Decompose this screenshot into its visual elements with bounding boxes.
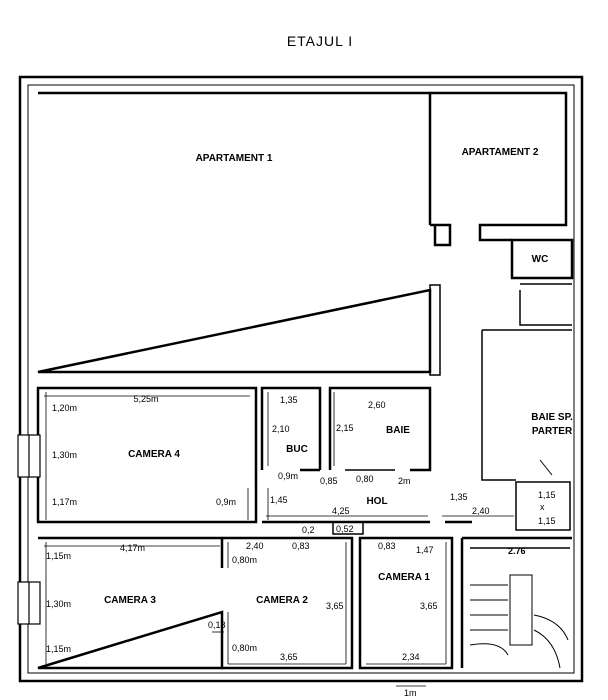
dim-02: 0,2 bbox=[302, 525, 315, 535]
dim-1m: 1m bbox=[404, 688, 417, 698]
camera1-walls bbox=[358, 536, 454, 670]
room-wc: WC bbox=[532, 254, 549, 265]
dimension-labels: 5,25m 1,20m 1,30m 1,17m 0,9m 1,35 2,10 2… bbox=[46, 394, 556, 698]
stair-steps bbox=[469, 584, 569, 669]
dim-hol-425: 4,25 bbox=[332, 506, 350, 516]
dim-baie-sp-x: x bbox=[540, 502, 545, 512]
partition-pillar bbox=[429, 284, 441, 376]
dim-c2-240: 2,40 bbox=[246, 541, 264, 551]
dim-baie-h: 2,15 bbox=[336, 423, 354, 433]
wc-walls bbox=[510, 238, 574, 280]
room-baie-sp-line2: PARTER bbox=[532, 426, 573, 437]
room-baie-sp-line1: BAIE SP. bbox=[531, 412, 573, 423]
room-camera4: CAMERA 4 bbox=[128, 449, 180, 460]
outer-wall bbox=[18, 75, 584, 683]
dim-door-085: 0,85 bbox=[320, 476, 338, 486]
dim-baie-w: 2,60 bbox=[368, 400, 386, 410]
dim-083b: 0,83 bbox=[378, 541, 396, 551]
stair-core bbox=[509, 574, 533, 646]
stair-walls bbox=[460, 536, 572, 668]
baie-sp-arrow bbox=[539, 459, 553, 476]
room-apartament1: APARTAMENT 1 bbox=[196, 153, 273, 164]
dim-c4-h1: 1,20m bbox=[52, 403, 77, 413]
dim-c1-234: 2,34 bbox=[402, 652, 420, 662]
dim-c2-365h: 3,65 bbox=[326, 601, 344, 611]
dim-c4-width: 5,25m bbox=[133, 394, 158, 404]
dim-c3-width: 4,17m bbox=[120, 543, 145, 553]
stairs bbox=[469, 459, 569, 669]
dim-c3-h3: 1,15m bbox=[46, 644, 71, 654]
dim-hol-240: 2,40 bbox=[472, 506, 490, 516]
walls bbox=[18, 75, 584, 683]
dim-hol-2m: 2m bbox=[398, 476, 411, 486]
dim-baie-sp-115a: 1,15 bbox=[538, 490, 556, 500]
room-camera2: CAMERA 2 bbox=[256, 595, 308, 606]
dim-c1-365: 3,65 bbox=[420, 601, 438, 611]
dim-hol-135: 1,35 bbox=[450, 492, 468, 502]
wc-lower-walls bbox=[519, 283, 572, 326]
baie-sp-walls bbox=[515, 481, 571, 531]
room-hol: HOL bbox=[366, 496, 387, 507]
dim-c2-018: 0,18 bbox=[208, 620, 226, 630]
dim-052: 0,52 bbox=[336, 524, 354, 534]
outer-wall-inner bbox=[27, 84, 575, 674]
dim-hol-145: 1,45 bbox=[270, 495, 288, 505]
dim-c4-h3: 1,17m bbox=[52, 497, 77, 507]
dim-c2-080a: 0,80m bbox=[232, 555, 257, 565]
room-labels: APARTAMENT 1 APARTAMENT 2 WC CAMERA 4 BU… bbox=[104, 147, 573, 606]
dim-c4-h2: 1,30m bbox=[52, 450, 77, 460]
dim-buc-door: 0,9m bbox=[278, 471, 298, 481]
dim-c4-door: 0,9m bbox=[216, 497, 236, 507]
dim-147: 1,47 bbox=[416, 545, 434, 555]
room-camera3: CAMERA 3 bbox=[104, 595, 156, 606]
dimension-lines bbox=[44, 392, 570, 687]
baie-walls bbox=[328, 386, 432, 472]
dim-buc-h: 2,10 bbox=[272, 424, 290, 434]
dim-buc-w: 1,35 bbox=[280, 395, 298, 405]
camera2-walls bbox=[222, 536, 354, 670]
dim-276: 2.76 bbox=[508, 546, 526, 556]
room-buc: BUC bbox=[286, 444, 308, 455]
room-baie: BAIE bbox=[386, 425, 410, 436]
dim-c2-080b: 0,80m bbox=[232, 643, 257, 653]
dim-083a: 0,83 bbox=[292, 541, 310, 551]
buc-walls bbox=[260, 386, 322, 472]
plan-title: ETAJUL I bbox=[287, 33, 353, 49]
hol-niche bbox=[332, 521, 364, 535]
dim-c3-h2: 1,30m bbox=[46, 599, 71, 609]
dim-door-080: 0,80 bbox=[356, 474, 374, 484]
dim-c2-365w: 3,65 bbox=[280, 652, 298, 662]
dim-baie-sp-115b: 1,15 bbox=[538, 516, 556, 526]
windows-left bbox=[17, 434, 41, 625]
apartament1-walls bbox=[37, 91, 432, 374]
dim-c3-h1: 1,15m bbox=[46, 551, 71, 561]
room-camera1: CAMERA 1 bbox=[378, 572, 430, 583]
corridor-walls bbox=[481, 329, 572, 481]
room-apartament2: APARTAMENT 2 bbox=[462, 147, 539, 158]
apartament2-walls bbox=[430, 91, 568, 247]
